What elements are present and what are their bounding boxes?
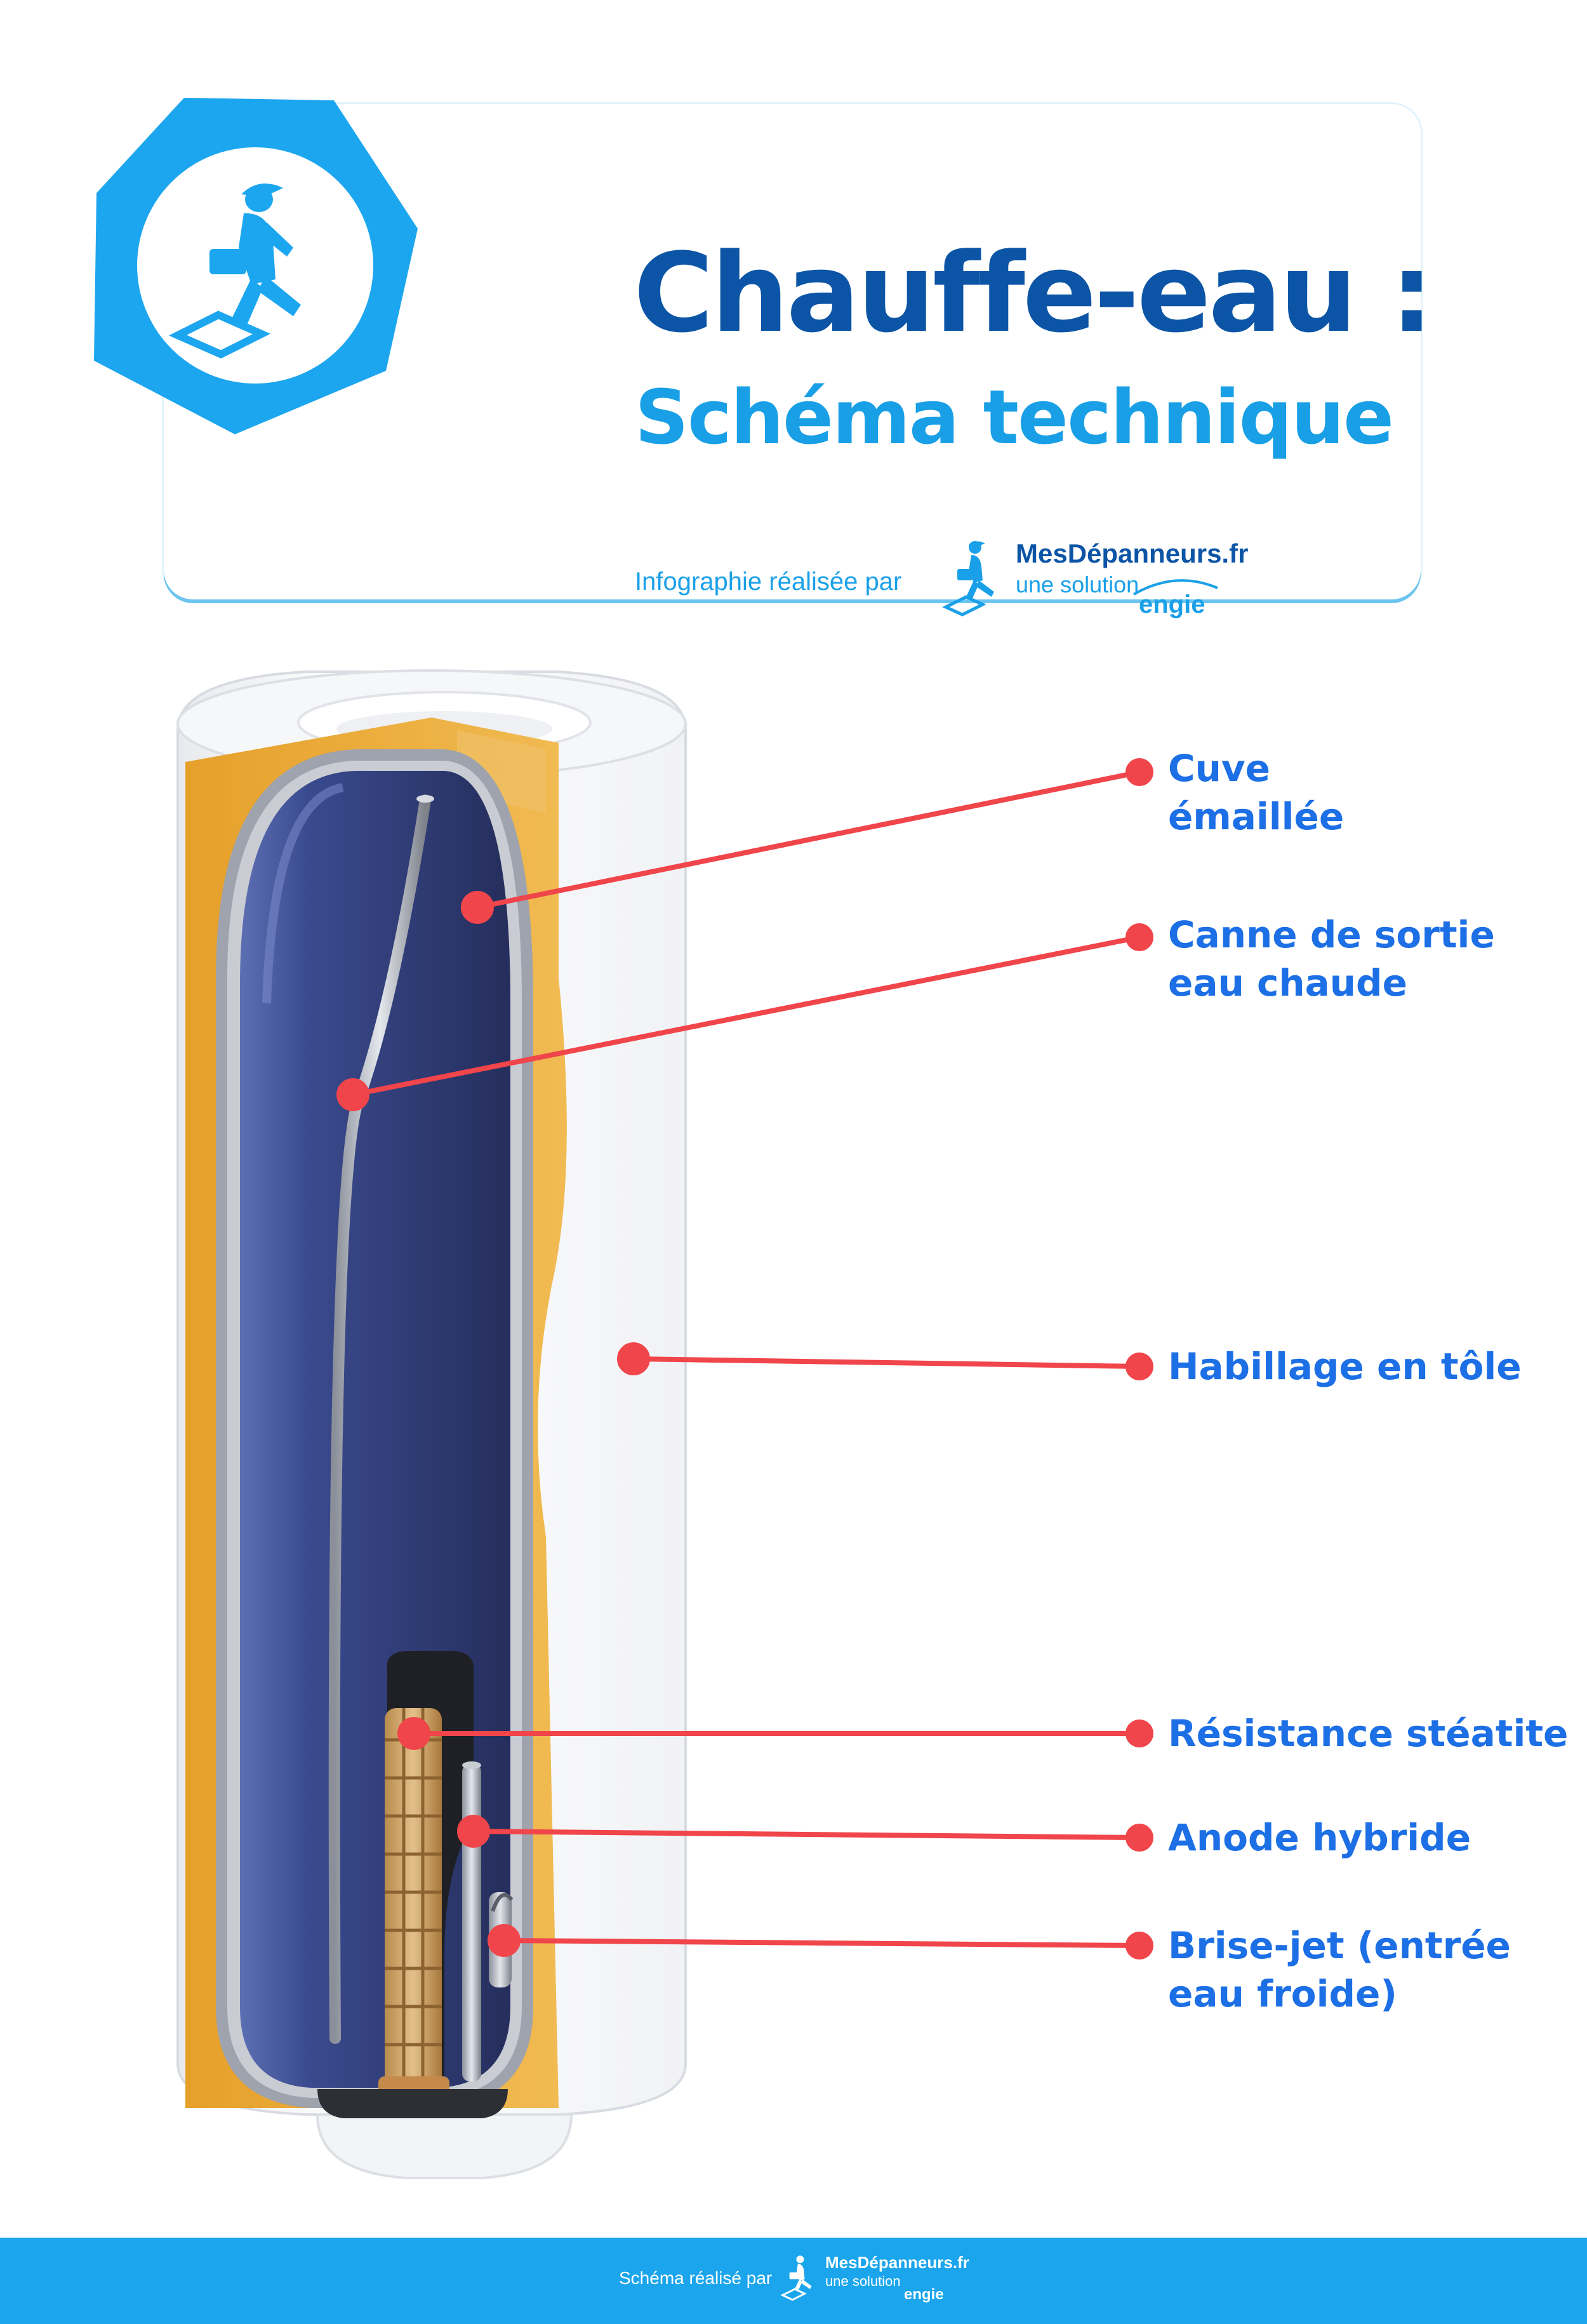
leader-brise-jet xyxy=(501,1938,1142,1948)
brand-name: MesDépanneurs.fr xyxy=(1016,538,1249,568)
leader-anode-dot-end xyxy=(1126,1824,1153,1852)
footer-brand-logo: MesDépanneurs.fr une solution engie xyxy=(780,2250,983,2314)
leader-cuve xyxy=(475,770,1142,910)
base-flange xyxy=(317,2089,508,2118)
footer-brand-partner: engie xyxy=(904,2286,944,2303)
leader-habillage xyxy=(631,1356,1142,1369)
leader-anode xyxy=(471,1829,1142,1840)
leader-habillage-dot-end xyxy=(1126,1352,1153,1380)
brand-tagline: une solution xyxy=(1016,571,1139,598)
leader-cuve-dot-start xyxy=(461,891,494,924)
repairman-running-icon xyxy=(168,183,301,359)
footer-brand-tagline: une solution xyxy=(825,2273,901,2289)
page-title: Chauffe-eau : xyxy=(634,229,1434,357)
footer-bar: Schéma réalisé par MesDépanneurs.fr une … xyxy=(0,2238,1587,2324)
callout-resistance-label: Résistance stéatite xyxy=(1168,1712,1569,1755)
callout-habillage-label: Habillage en tôle xyxy=(1168,1345,1522,1388)
leader-brise-jet-dot-start xyxy=(488,1924,521,1957)
hybrid-anode xyxy=(462,1761,481,2081)
steatite-heating-element xyxy=(378,1708,449,2102)
credit-text: Infographie réalisée par xyxy=(635,568,902,596)
leader-canne-dot-end xyxy=(1126,923,1153,951)
brand-partner: engie xyxy=(1139,591,1205,618)
hot-water-outlet-pipe xyxy=(328,794,434,2044)
footer-brand-name: MesDépanneurs.fr xyxy=(825,2253,969,2272)
water-heater-cutaway xyxy=(176,669,1153,2179)
callout-anode-label: Anode hybride xyxy=(1168,1816,1471,1859)
page-subtitle: Schéma technique xyxy=(635,373,1394,461)
leader-cuve-dot-end xyxy=(1126,758,1153,786)
callout-cuve-label: Cuve émaillée xyxy=(1168,747,1345,838)
repairman-running-icon xyxy=(942,541,994,617)
leader-habillage-dot-start xyxy=(617,1342,650,1375)
callout-brise-jet-label: Brise-jet (entrée eau froide) xyxy=(1168,1924,1511,2015)
leader-resistance-dot-end xyxy=(1126,1720,1153,1747)
repairman-running-icon xyxy=(780,2255,812,2301)
leader-lines xyxy=(336,758,1153,1960)
leader-anode-dot-start xyxy=(457,1815,490,1848)
leader-brise-jet-dot-end xyxy=(1126,1932,1153,1960)
leader-resistance-dot-start xyxy=(397,1717,430,1750)
brand-logo: MesDépanneurs.fr une solution engie xyxy=(941,535,1271,624)
footer-credit: Schéma réalisé par xyxy=(619,2268,773,2288)
engie-arc-icon xyxy=(1133,579,1218,596)
leader-canne xyxy=(350,935,1142,1097)
leader-canne-dot-start xyxy=(336,1078,369,1111)
callout-canne-label: Canne de sortie eau chaude xyxy=(1168,913,1495,1005)
hexagon-repairman-badge xyxy=(94,98,418,434)
